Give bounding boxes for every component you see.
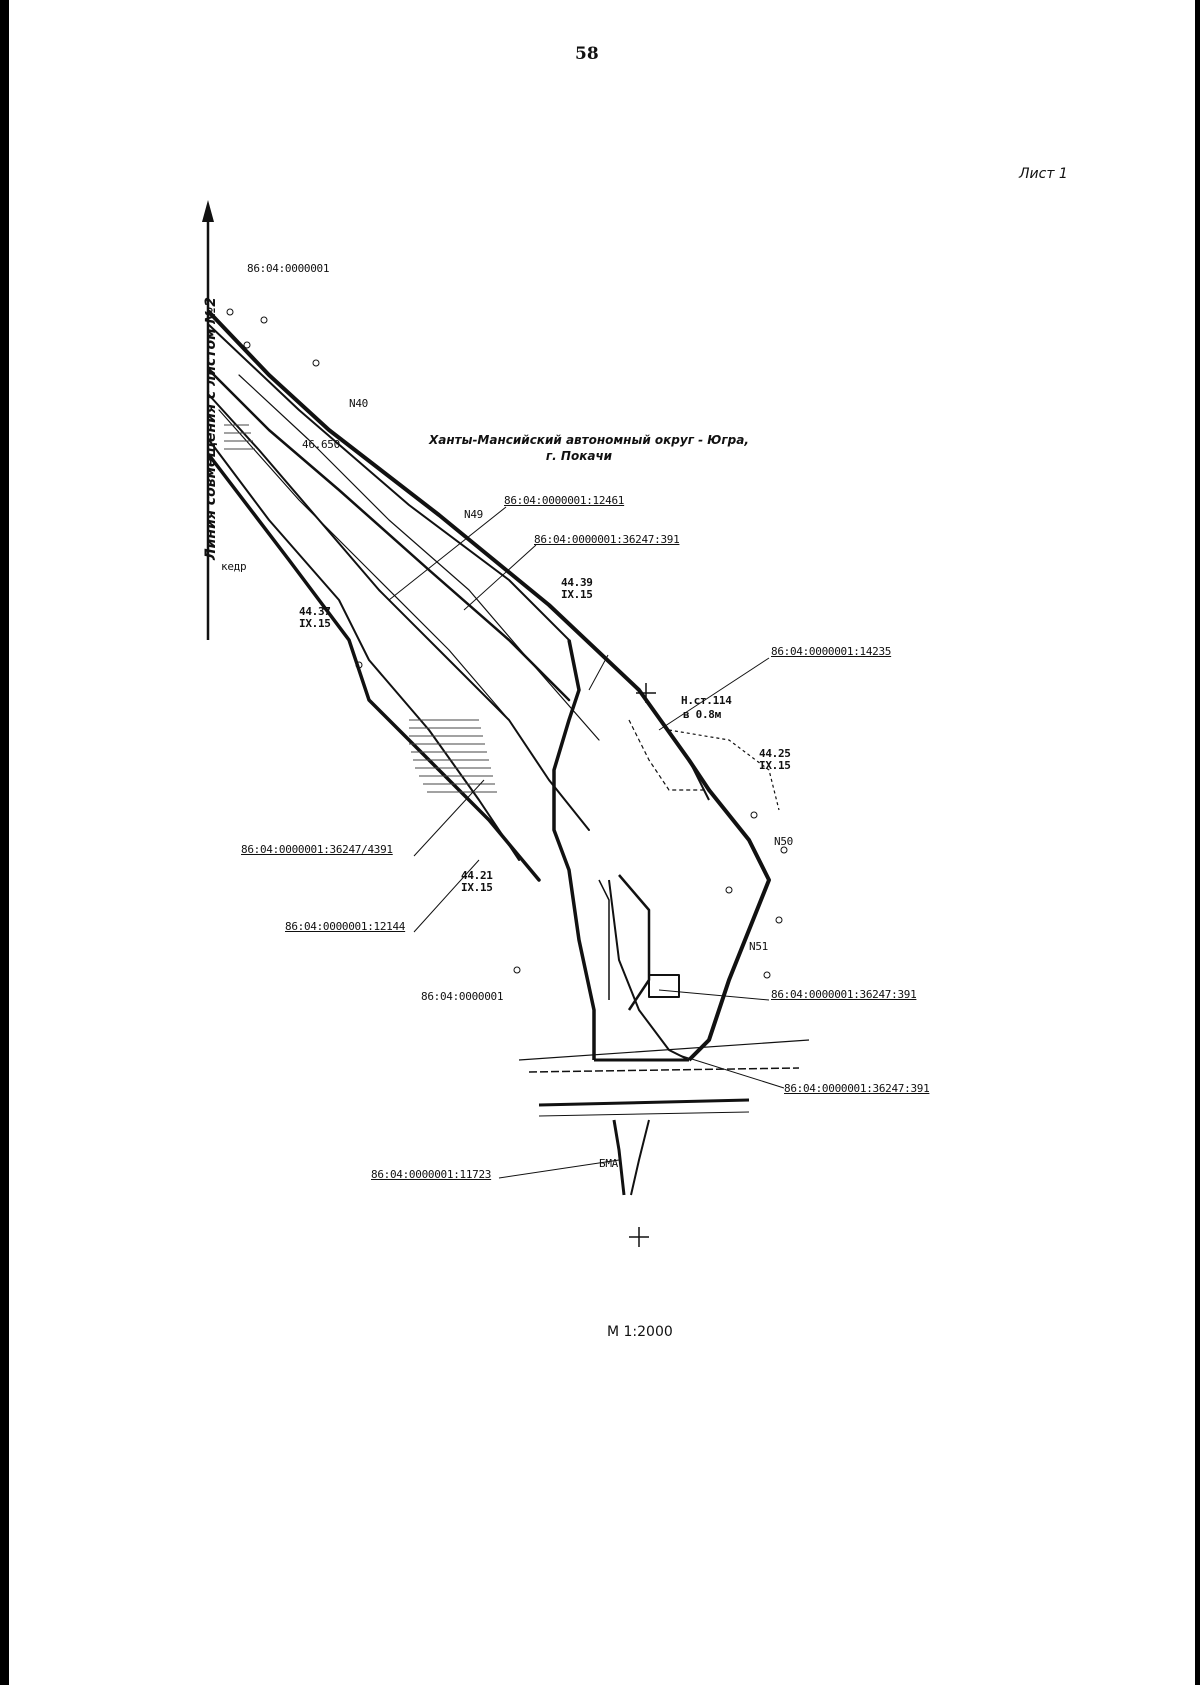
parcel-label-11723: 86:04:0000001:11723 (371, 1168, 492, 1181)
elevation-code: IX.15 (561, 588, 593, 601)
hatched-area (224, 424, 497, 793)
elevation-code: IX.15 (759, 759, 791, 772)
elevation-code: IX.15 (461, 881, 493, 894)
point-label-n40: N40 (349, 397, 368, 410)
parcel-south (552, 639, 780, 1062)
region-title: Ханты-Мансийский автономный округ - Югра… (429, 432, 749, 464)
region-line-2: г. Покачи (545, 449, 613, 463)
block-label-bottom: 86:04:0000001 (421, 990, 504, 1003)
survey-points (226, 308, 788, 979)
leader-lines (388, 506, 785, 1179)
elevation-mark: 44.21 IX.15 (461, 870, 493, 894)
north-arrow-icon (202, 200, 214, 640)
parcel-label-36247-4391: 86:04:0000001:36247/4391 (241, 843, 393, 856)
point-label-n49: N49 (464, 508, 483, 521)
parcel-label-36247-391-mid: 86:04:0000001:36247:391 (771, 988, 917, 1001)
parcel-label-12144: 86:04:0000001:12144 (285, 920, 406, 933)
height-label: 46.650 (302, 438, 340, 451)
corridor-boundaries (207, 310, 711, 882)
elevation-value: 44.37 (299, 605, 331, 618)
tree-label: кедр (221, 560, 247, 573)
grid-cross-icon (629, 683, 656, 1247)
elevation-code: IX.15 (299, 617, 331, 630)
block-label-top: 86:04:0000001 (247, 262, 330, 275)
map-scale: М 1:2000 (607, 1324, 673, 1340)
elevation-value: 44.25 (759, 747, 791, 760)
parcel-label-14235: 86:04:0000001:14235 (771, 645, 892, 658)
elevation-value: 44.21 (461, 869, 493, 882)
benchmark-label: БМА (599, 1157, 618, 1170)
point-label-n50: N50 (774, 835, 793, 848)
page-number: 58 (575, 44, 599, 64)
parcel-label-36247-391-top: 86:04:0000001:36247:391 (534, 533, 680, 546)
station-depth-label: в 0.8м (683, 708, 721, 721)
elevation-mark: 44.39 IX.15 (561, 577, 593, 601)
map-sheet: 58 Лист 1 (9, 0, 1195, 1685)
alignment-line-label: Линия совмещения с листом №2 (203, 297, 219, 560)
sheet-label: Лист 1 (1019, 166, 1068, 182)
road-south (518, 1039, 810, 1196)
parcel-label-36247-391-low: 86:04:0000001:36247:391 (784, 1082, 930, 1095)
elevation-value: 44.39 (561, 576, 593, 589)
point-label-n51: N51 (749, 940, 768, 953)
station-label: Н.ст.114 (681, 694, 732, 707)
parcel-label-12461: 86:04:0000001:12461 (504, 494, 625, 507)
elevation-mark: 44.37 IX.15 (299, 606, 331, 630)
elevation-mark: 44.25 IX.15 (759, 748, 791, 772)
map-drawing (202, 200, 810, 1247)
region-line-1: Ханты-Мансийский автономный округ - Югра… (429, 433, 749, 447)
